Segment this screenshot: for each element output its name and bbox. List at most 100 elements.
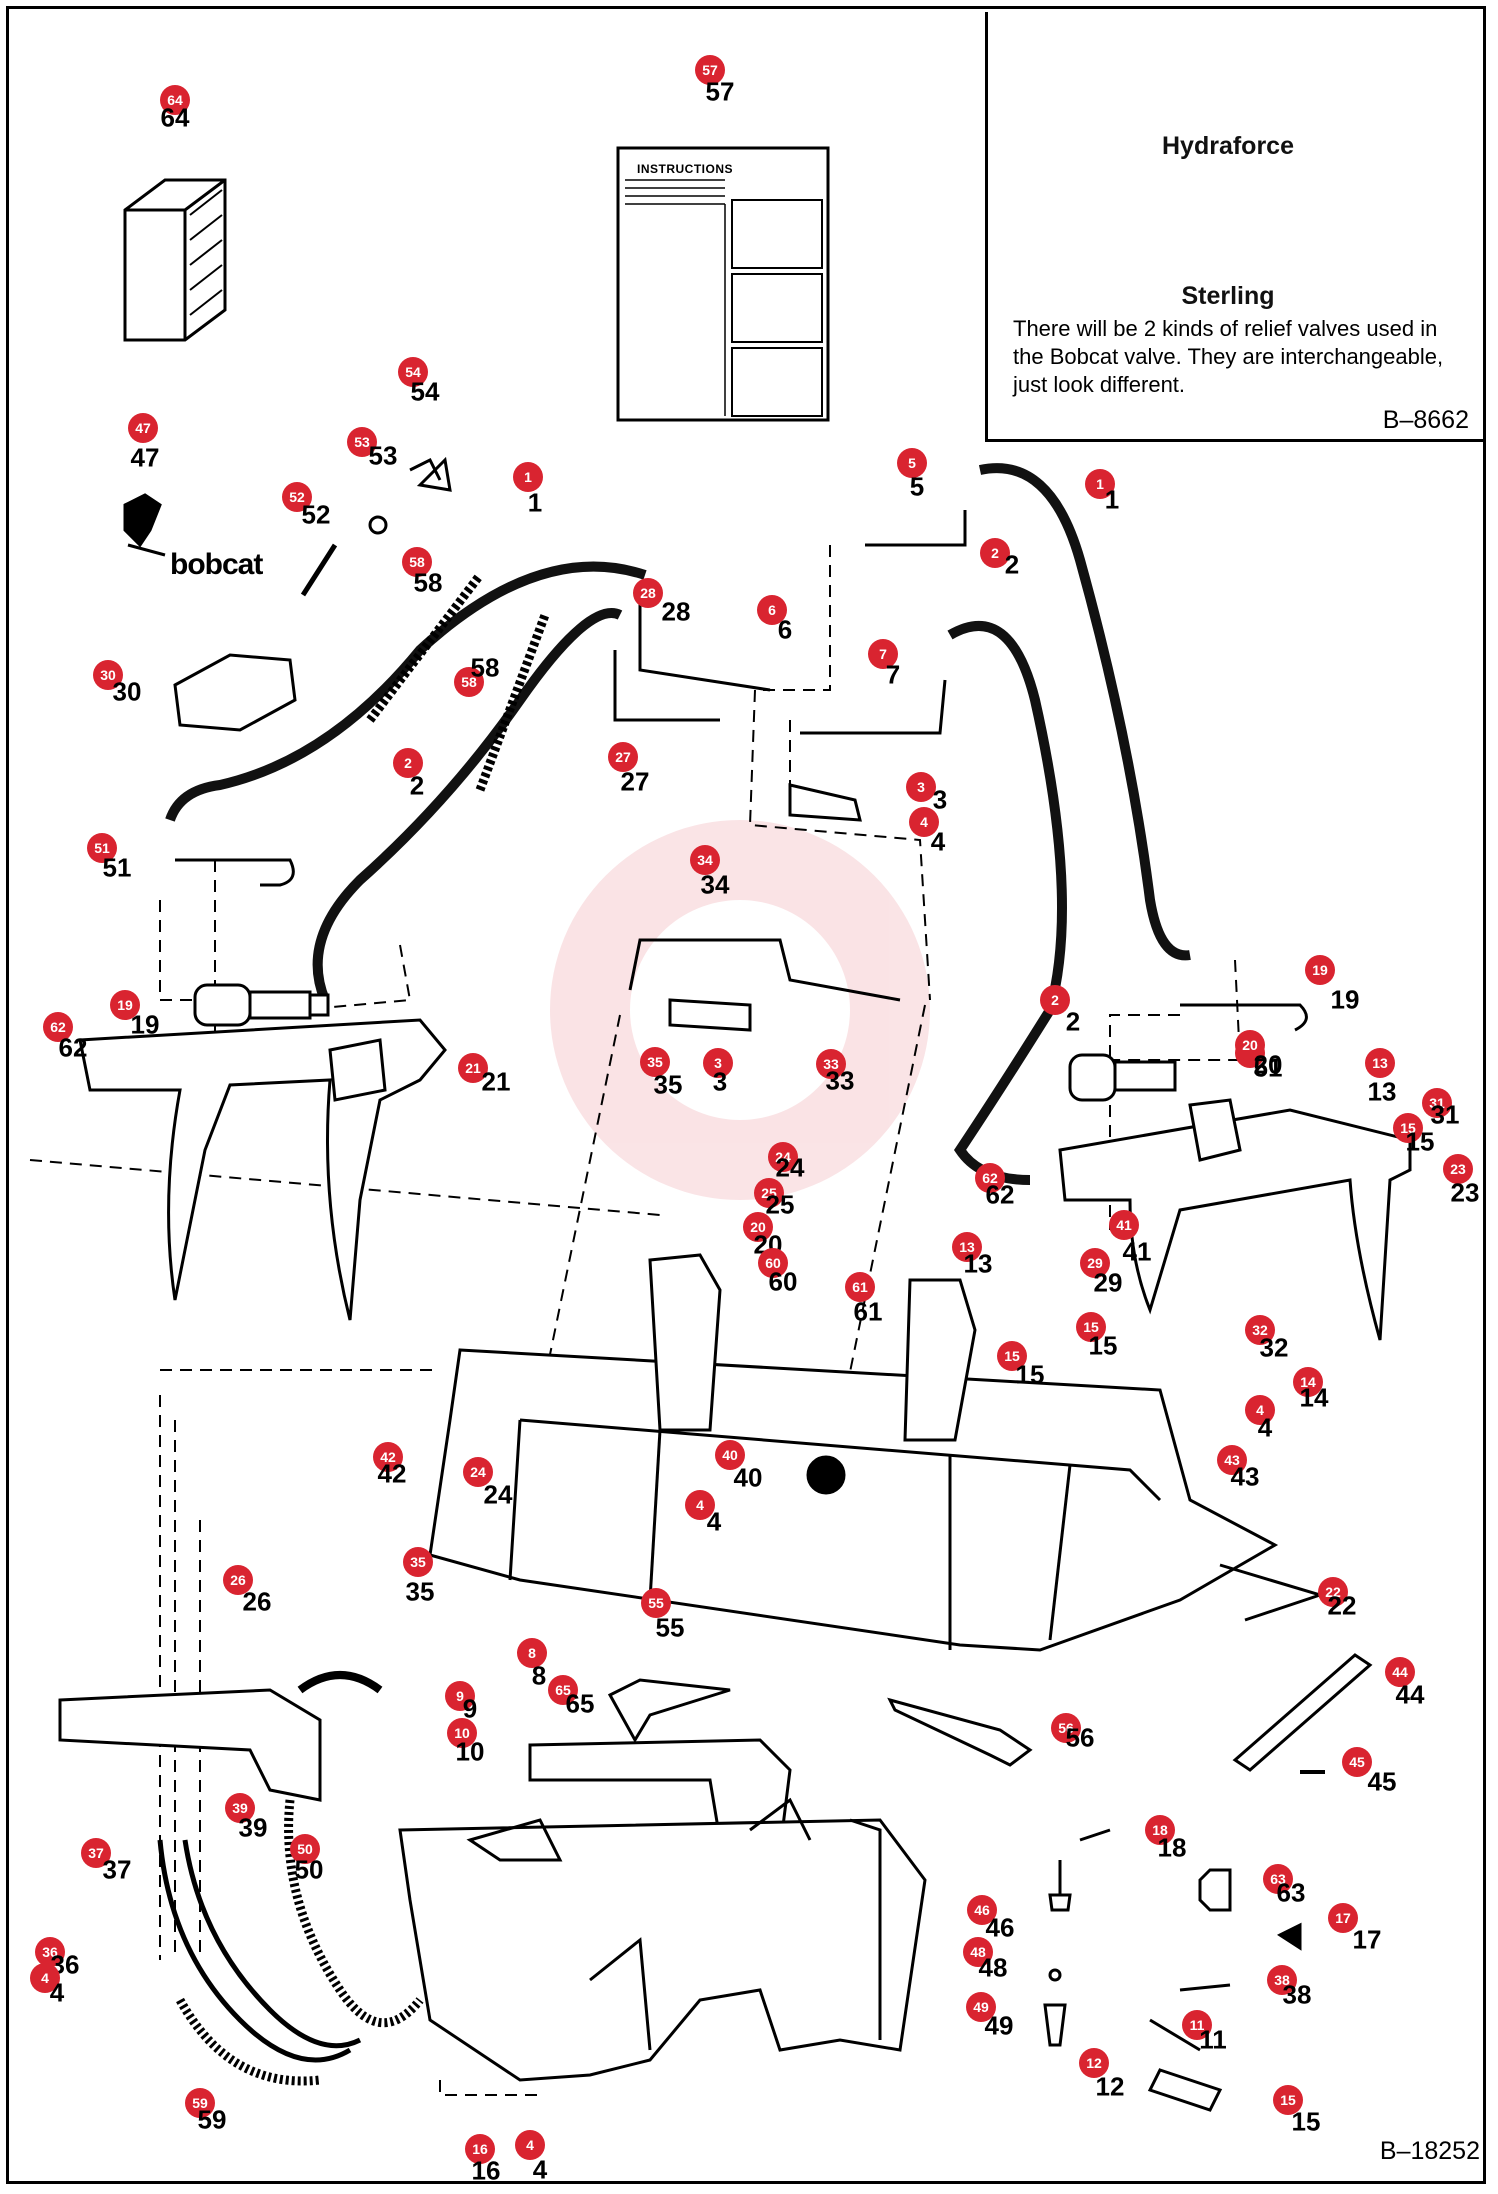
cylinder-19-left	[193, 983, 330, 1027]
callout-49: 49	[966, 1992, 996, 2022]
part-label-7: 7	[885, 659, 901, 690]
part-label-1: 1	[527, 487, 543, 518]
callout-64: 64	[160, 85, 190, 115]
callout-47: 47	[128, 413, 158, 443]
part-label-25: 25	[765, 1189, 795, 1220]
callout-58: 58	[402, 547, 432, 577]
tube-7	[800, 679, 947, 735]
callout-6: 6	[757, 595, 787, 625]
part-label-11: 11	[1199, 2024, 1227, 2055]
part-label-2: 2	[409, 770, 425, 801]
callout-3: 3	[703, 1048, 733, 1078]
part-label-61: 61	[853, 1296, 883, 1327]
tube-27	[613, 650, 720, 722]
callout-19: 19	[110, 990, 140, 1020]
part-label-58: 58	[470, 652, 500, 683]
part-label-17: 17	[1352, 1924, 1382, 1955]
callout-59: 59	[185, 2088, 215, 2118]
spring-58-a	[366, 572, 484, 723]
callout-10: 10	[447, 1718, 477, 1748]
part-label-8: 8	[531, 1660, 547, 1691]
attach-frame	[398, 1818, 927, 2082]
part-label-47: 47	[130, 442, 160, 473]
cylinder-19-right	[1068, 1053, 1177, 1102]
part-label-18: 18	[1157, 1832, 1187, 1863]
callout-46: 46	[967, 1895, 997, 1925]
figure-code: B–18252	[1379, 2137, 1480, 2165]
small-hardware	[1043, 1828, 1302, 2112]
part-label-23: 23	[1450, 1177, 1480, 1208]
callout-24: 24	[768, 1142, 798, 1172]
hydraforce-label: Hydraforce	[1162, 132, 1294, 160]
washer-53	[368, 515, 388, 535]
relief-valve-note: There will be 2 kinds of relief valves u…	[1013, 316, 1444, 397]
part-label-62: 62	[58, 1032, 88, 1063]
part-label-4: 4	[930, 826, 946, 857]
part-label-5: 5	[909, 471, 925, 502]
hose-2-left	[312, 608, 623, 1002]
callout-43: 43	[1217, 1445, 1247, 1475]
bobcat-brand-text: bobcat	[170, 548, 263, 581]
callout-15: 15	[1273, 2085, 1303, 2115]
part-label-62: 62	[985, 1179, 1015, 1210]
part-label-19: 19	[130, 1009, 160, 1040]
handle-55	[607, 1678, 731, 1743]
hose-2-right	[947, 621, 1067, 1185]
part-label-20: 20	[1253, 1049, 1283, 1080]
callout-20: 20	[743, 1212, 773, 1242]
part-label-12: 12	[1095, 2071, 1125, 2102]
plate-3-lower	[668, 998, 752, 1032]
part-label-56: 56	[1065, 1722, 1095, 1753]
part-label-15: 15	[1291, 2106, 1321, 2137]
tube-5	[865, 510, 967, 547]
callout-50: 50	[290, 1834, 320, 1864]
callout-29: 29	[1080, 1248, 1110, 1278]
callout-15: 15	[997, 1341, 1027, 1371]
part-label-57: 57	[705, 76, 735, 107]
callout-56: 56	[1051, 1713, 1081, 1743]
part-label-19: 19	[1330, 984, 1360, 1015]
part-label-24: 24	[775, 1152, 805, 1183]
callout-35: 35	[403, 1547, 433, 1577]
callout-41: 41	[1109, 1210, 1139, 1240]
callout-39: 39	[225, 1793, 255, 1823]
legend-figure-code: B–8662	[1382, 406, 1469, 434]
callout-44: 44	[1385, 1657, 1415, 1687]
callout-22: 22	[1318, 1577, 1348, 1607]
part-label-54: 54	[410, 376, 440, 407]
part-label-24: 24	[483, 1479, 513, 1510]
tube-51-right	[1180, 1003, 1308, 1032]
callout-13: 13	[1365, 1048, 1395, 1078]
upright-60	[648, 1253, 722, 1432]
callout-8: 8	[517, 1638, 547, 1668]
callout-52: 52	[282, 482, 312, 512]
loader-arm-left	[58, 1688, 322, 1802]
callout-17: 17	[1328, 1903, 1358, 1933]
part-label-13: 13	[1367, 1076, 1397, 1107]
wing-nut-54	[409, 456, 452, 492]
part-label-53: 53	[368, 440, 398, 471]
part-label-30: 30	[112, 676, 142, 707]
part-label-32: 32	[1259, 1332, 1289, 1363]
part-label-52: 52	[301, 499, 331, 530]
callout-1: 1	[513, 462, 543, 492]
handle-56	[887, 1697, 1033, 1767]
callout-26: 26	[223, 1565, 253, 1595]
part-label-4: 4	[49, 1977, 65, 2008]
bolt-52	[300, 543, 338, 597]
part-label-4: 4	[706, 1506, 722, 1537]
callout-65: 65	[548, 1675, 578, 1705]
callout-4: 4	[909, 807, 939, 837]
part-label-29: 29	[1093, 1267, 1123, 1298]
bar-44	[1232, 1653, 1373, 1772]
callout-53: 53	[347, 427, 377, 457]
callout-11: 11	[1182, 2010, 1212, 2040]
callout-24: 24	[463, 1457, 493, 1487]
part-label-33: 33	[825, 1065, 855, 1096]
callout-48: 48	[963, 1937, 993, 1967]
callout-19: 19	[1305, 955, 1335, 985]
callout-27: 27	[608, 742, 638, 772]
part-64-box	[123, 178, 227, 342]
tube-34	[628, 938, 901, 1002]
